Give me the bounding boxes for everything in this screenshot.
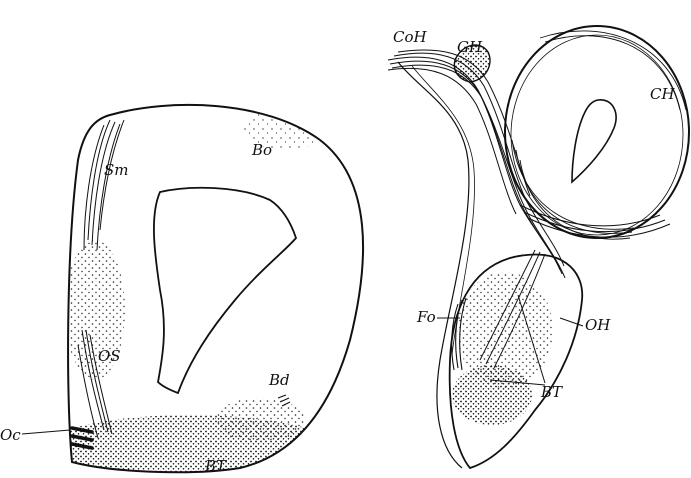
label-coh: CoH (393, 28, 428, 46)
label-ch: CH (650, 85, 675, 103)
label-os: OS (98, 347, 121, 365)
ch-outer (505, 26, 689, 238)
label-bd: Bd (268, 371, 290, 389)
leader-oc (22, 430, 70, 434)
right-section: CoH GH CH Fo OH BT (388, 26, 689, 468)
label-gh: GH (457, 38, 483, 56)
label-sm: Sm (104, 161, 129, 179)
label-fo: Fo (416, 308, 436, 326)
label-bt-right: BT (540, 383, 563, 401)
left-bt-stipple-light (215, 398, 305, 442)
label-oh: OH (585, 316, 611, 334)
label-oc: Oc (0, 426, 21, 444)
label-bo: Bo (251, 141, 272, 159)
left-section: Sm Bo OS Bd Oc BT (0, 105, 363, 475)
left-inner-cavity (154, 188, 296, 393)
ch-cavity (572, 100, 616, 182)
left-sm-fibers (84, 120, 124, 250)
oh-bt-stipple (452, 365, 532, 425)
label-bt: BT (204, 457, 227, 475)
